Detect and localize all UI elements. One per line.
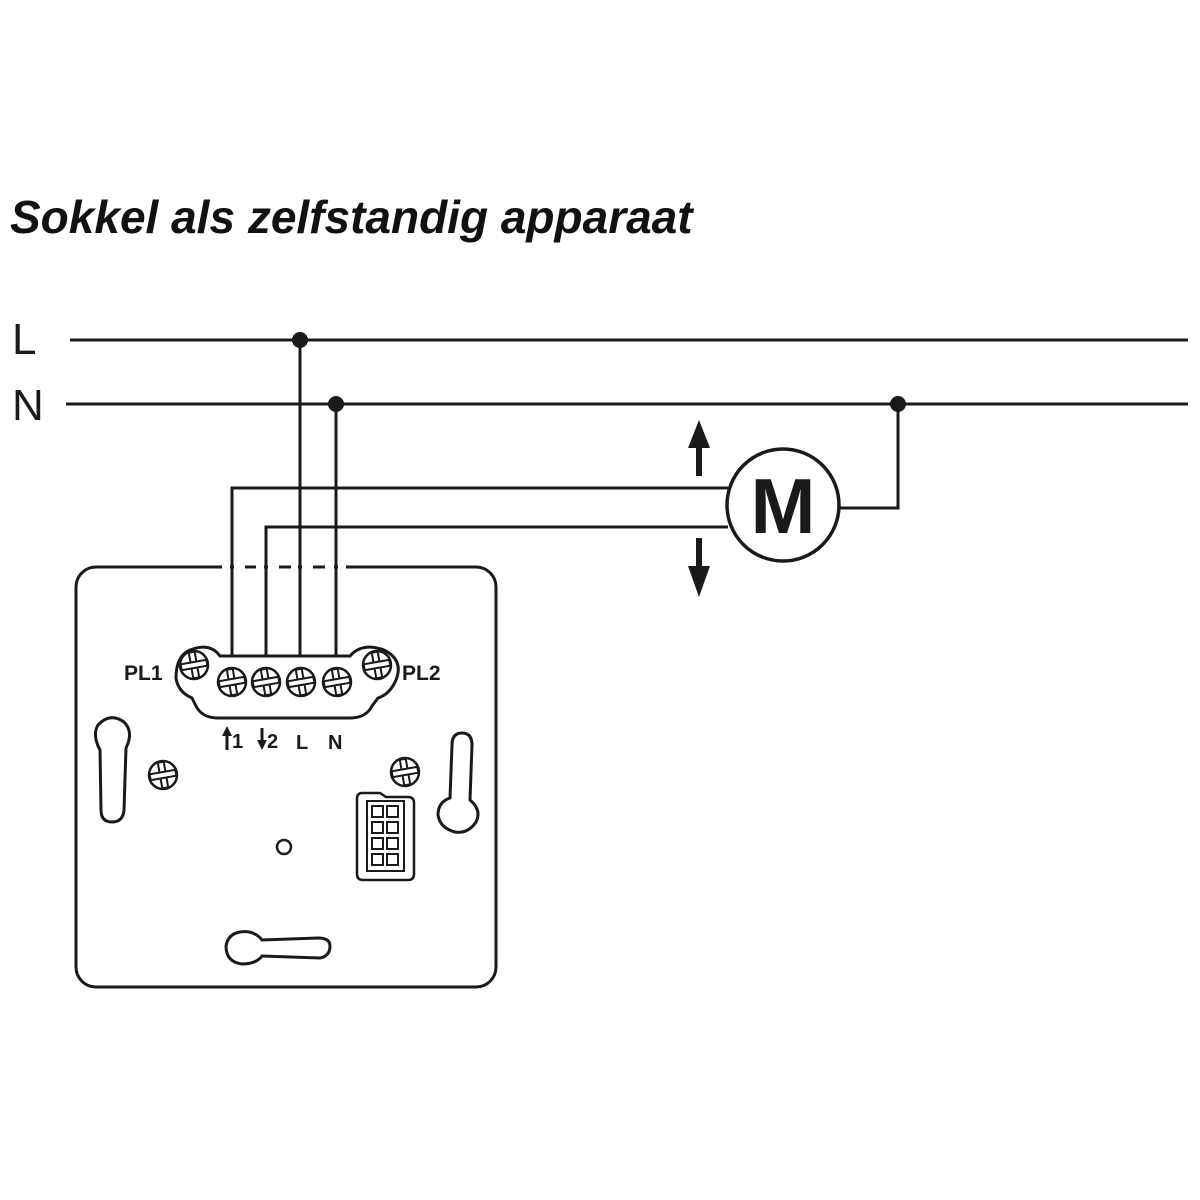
screw-icon [321,666,353,698]
terminal-down-arrow-icon [257,728,267,750]
neutral-line-label: N [12,381,44,430]
terminal-up-arrow-icon [222,726,232,750]
screw-icon [285,666,317,698]
screw-icon [178,649,210,681]
connector-pin [386,853,399,866]
wire-down [264,525,728,668]
terminal-1-label: 1 [232,731,243,753]
screw-icon [361,649,393,681]
connector-pin [386,805,399,818]
mounting-keyhole-right [436,731,480,834]
connector-socket [355,791,416,882]
arrow-down-icon [688,538,710,597]
mounting-keyhole-left [93,716,131,824]
screw-icon [216,666,248,698]
indicator-hole [275,838,293,856]
connector-pin [386,837,399,850]
motor-symbol [725,447,841,563]
terminal-pl1-label: PL1 [124,662,163,685]
connector-pin [371,805,384,818]
wire-up [230,486,728,668]
connector-pin [371,853,384,866]
connector-pin [386,821,399,834]
wire-motor-neutral [840,404,900,510]
screw-icon [147,759,179,791]
arrow-up-icon [688,420,710,476]
live-line-label: L [12,315,36,364]
terminal-l-label: L [296,732,308,754]
terminal-n-label: N [328,732,342,754]
connector-pin [371,821,384,834]
screw-icon [250,666,282,698]
diagram-title: Sokkel als zelfstandig apparaat [10,191,693,243]
mounting-slot-bottom [224,930,332,966]
motor-label: M [751,462,816,550]
terminal-pl2-label: PL2 [402,662,441,685]
screw-icon [389,756,421,788]
switch-base-plate [74,564,498,989]
connector-pin [371,837,384,850]
terminal-2-label: 2 [267,731,278,753]
